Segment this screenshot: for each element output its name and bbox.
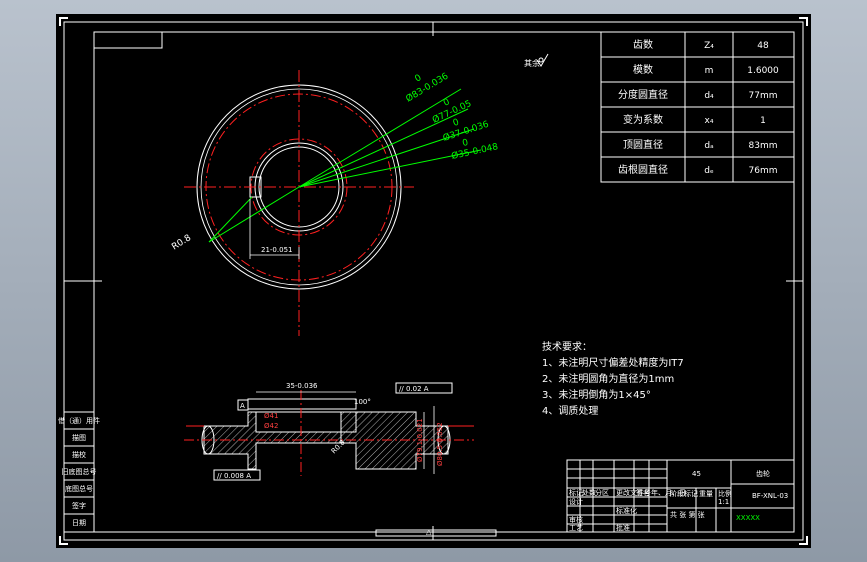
gear-row-label: 齿根圆直径 — [618, 163, 668, 176]
tb-material: 45 — [692, 470, 701, 478]
dim-section-h2: Ø42 — [264, 422, 278, 430]
tb-label: 标记 — [569, 488, 583, 497]
tech-item: 2、未注明圆角为直径为1mm — [542, 372, 674, 385]
tech-item: 4、调质处理 — [542, 405, 598, 417]
gear-row-value: 76mm — [749, 166, 778, 176]
gear-row-label: 顶圆直径 — [623, 138, 663, 151]
dim-bore-outer-tol: 0 — [452, 117, 461, 128]
keyway-width-dimension: 21-0.051 — [249, 199, 300, 259]
gear-row-value: 83mm — [749, 141, 778, 151]
tb-scale-label: 比例 — [718, 489, 732, 498]
gear-row-value: 1.6000 — [747, 66, 779, 76]
gear-row-symbol: m — [705, 66, 714, 76]
outer-border — [63, 21, 804, 541]
gear-row-label: 模数 — [633, 63, 653, 76]
tb-label2: 批准 — [616, 523, 630, 532]
dim-pitch-diameter-tol: 0 — [442, 97, 452, 109]
tb-label2: 工艺 — [569, 524, 583, 532]
svg-text:描图: 描图 — [72, 433, 86, 442]
tb-label: 处数 — [582, 488, 596, 497]
sheet-corner-marks — [59, 17, 808, 545]
tb-label2: 标准化 — [616, 506, 637, 515]
section-view-dimensions: 35-0.036 Ø41 Ø42 R0.8 100° Ø79.1-0.021 Ø… — [213, 382, 453, 481]
svg-text:旧底图总号: 旧底图总号 — [62, 467, 97, 476]
technical-requirements: 技术要求： 1、未注明尺寸偏差处精度为IT7 2、未注明圆角为直径为1mm 3、… — [542, 340, 684, 417]
svg-text:借（通）用件: 借（通）用件 — [58, 416, 100, 425]
svg-text:日期: 日期 — [72, 519, 86, 527]
svg-text:签字: 签字 — [72, 501, 86, 510]
dim-tip-diameter-tol: 0 — [413, 73, 423, 85]
drawing-sheet: △ 齿数 Z₄ 48 模数 m 1.6000 分度圆直径 d₄ 77mm 变为系… — [58, 17, 808, 545]
surface-roughness-note: 其余 — [524, 53, 549, 68]
gear-row-value: 1 — [760, 116, 766, 126]
dim-section-angle: 100° — [354, 398, 371, 406]
center-marks — [64, 22, 803, 540]
tb-stage: 阶段标记 — [670, 489, 698, 498]
svg-text:其余: 其余 — [524, 58, 540, 68]
bottom-scale-mark: △ — [426, 528, 432, 536]
dim-bore-inner: Ø35-0.048 — [450, 141, 499, 162]
title-block: 标记 处数 分区 更改文件号 签名 年、月、日 设计 审核 工艺 标准化 批准 … — [566, 459, 795, 533]
svg-text:底图总号: 底图总号 — [65, 484, 93, 493]
dim-bore-inner-tol: 0 — [462, 138, 470, 149]
tb-weight: 重量 — [699, 490, 713, 498]
dim-section-width: 35-0.036 — [286, 382, 318, 390]
gear-front-view — [184, 70, 414, 336]
code-box — [93, 31, 163, 49]
cad-drawing-window: △ 齿数 Z₄ 48 模数 m 1.6000 分度圆直径 d₄ 77mm 变为系… — [56, 14, 811, 548]
tech-item: 1、未注明尺寸偏差处精度为IT7 — [542, 356, 684, 369]
tb-part-name: 齿轮 — [756, 469, 770, 478]
tb-label: 更改文件号 — [616, 488, 651, 497]
svg-text:21-0.051: 21-0.051 — [261, 246, 292, 254]
gear-section-view — [184, 390, 474, 476]
gear-row-label: 变为系数 — [623, 113, 663, 126]
tb-label2: 设计 — [569, 497, 583, 506]
tolerance-frame-top: // 0.02 A — [399, 385, 429, 393]
svg-text:描校: 描校 — [72, 450, 86, 459]
gear-row-value: 48 — [757, 41, 769, 51]
tb-company: XXXXX — [736, 514, 760, 522]
gear-row-symbol: dₑ — [704, 166, 714, 176]
tb-ratio: 1:1 — [718, 498, 729, 506]
dim-section-right1: Ø79.1-0.021 — [416, 418, 424, 462]
datum-label: A — [240, 402, 245, 410]
front-view-dimension-leaders — [208, 88, 482, 243]
dim-fillet-radius: R0.8 — [170, 233, 193, 253]
tb-label2: 审核 — [569, 515, 583, 524]
tb-label: 年、月、日 — [651, 488, 686, 497]
gear-row-label: 分度圆直径 — [618, 88, 668, 101]
gear-row-symbol: d₄ — [704, 91, 714, 101]
inner-border — [93, 31, 795, 533]
dim-section-h1: Ø41 — [264, 412, 278, 420]
tb-label: 分区 — [595, 488, 609, 497]
tolerance-frame-bottom: // 0.008 A — [217, 472, 251, 480]
tech-title: 技术要求： — [542, 340, 592, 353]
bottom-scale — [375, 529, 497, 537]
dim-section-right2: Ø80.5-0.052 — [436, 422, 444, 466]
left-side-table: 借（通）用件 描图 描校 旧底图总号 底图总号 签字 日期 — [58, 411, 100, 533]
gear-parameter-table: 齿数 Z₄ 48 模数 m 1.6000 分度圆直径 d₄ 77mm 变为系数 … — [600, 31, 795, 183]
tb-sheet: 共 张 第 张 — [670, 510, 705, 519]
tb-drawing-no: BF-XNL-03 — [752, 492, 788, 500]
tech-item: 3、未注明倒角为1×45° — [542, 388, 651, 401]
gear-row-symbol: dₐ — [704, 141, 713, 151]
tb-label: 签名 — [636, 488, 650, 497]
gear-row-label: 齿数 — [633, 38, 653, 51]
gear-row-value: 77mm — [749, 91, 778, 101]
gear-row-symbol: x₄ — [705, 116, 714, 126]
gear-row-symbol: Z₄ — [704, 41, 714, 51]
